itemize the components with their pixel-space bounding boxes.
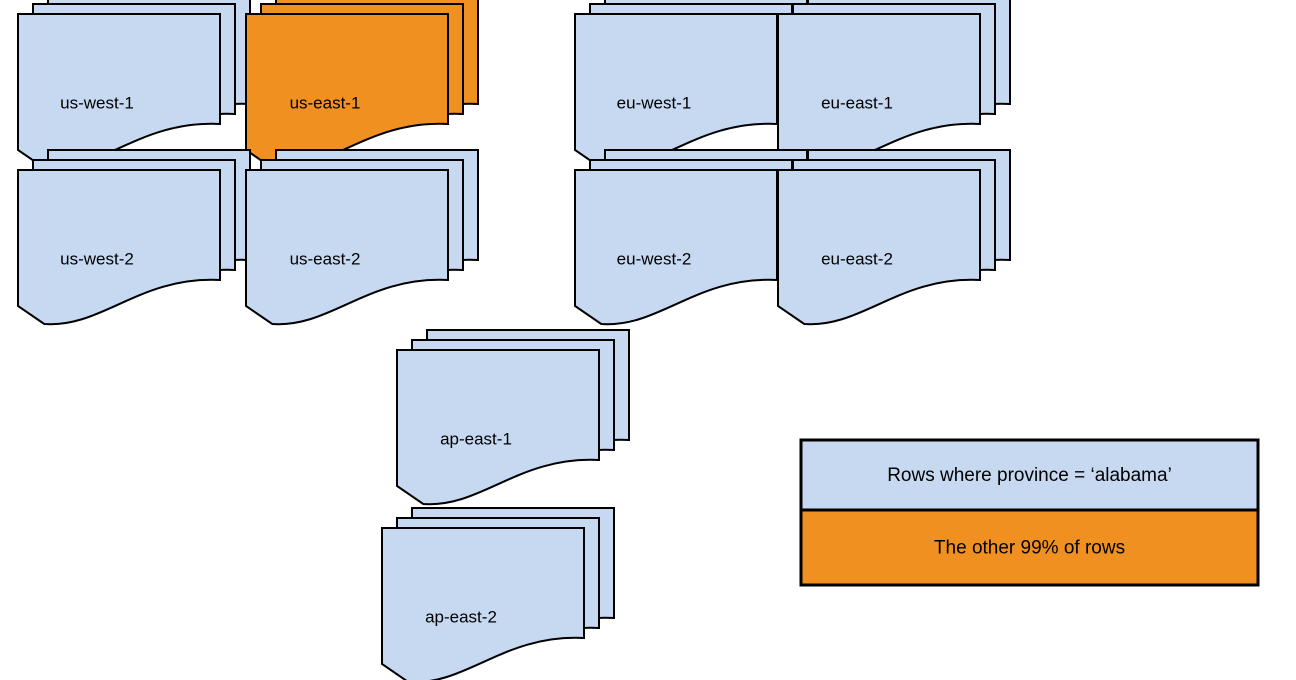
region-stack-eu-west-1[interactable]: eu-west-1 (574, 0, 808, 170)
region-stack-label: us-east-1 (290, 93, 361, 112)
region-stack-label: ap-east-1 (440, 429, 512, 448)
region-stack-card-front (245, 169, 449, 326)
region-stack-label: us-west-1 (60, 93, 134, 112)
region-stack-card-front (396, 349, 600, 506)
region-stack-label: us-west-2 (60, 249, 134, 268)
region-stack-eu-west-2[interactable]: eu-west-2 (574, 149, 808, 326)
legend-orange-label: The other 99% of rows (934, 538, 1125, 559)
legend-blue-label: Rows where province = ‘alabama’ (887, 465, 1172, 486)
region-stacks-group: us-west-1 us-east-1 eu-west-1 eu-east-1 us-w… (17, 0, 1011, 680)
region-stack-label: eu-east-1 (821, 93, 893, 112)
region-stack-us-east-2[interactable]: us-east-2 (245, 149, 479, 326)
region-stack-label: eu-east-2 (821, 249, 893, 268)
region-stack-card-front (381, 527, 585, 680)
region-stack-card-front (17, 13, 221, 170)
region-stack-card-front (777, 169, 981, 326)
region-stack-card-front (777, 13, 981, 170)
region-stack-ap-east-2[interactable]: ap-east-2 (381, 507, 615, 680)
region-stack-us-east-1[interactable]: us-east-1 (245, 0, 479, 170)
region-stack-card-front (17, 169, 221, 326)
region-stack-label: eu-west-1 (617, 93, 692, 112)
region-stack-ap-east-1[interactable]: ap-east-1 (396, 329, 630, 506)
region-stack-card-front (574, 13, 778, 170)
region-stack-us-west-1[interactable]: us-west-1 (17, 0, 251, 170)
legend-blue-swatch (799, 438, 1260, 512)
region-stack-label: us-east-2 (290, 249, 361, 268)
legend-group: Rows where province = ‘alabama’ The other… (799, 438, 1260, 587)
region-stack-us-west-2[interactable]: us-west-2 (17, 149, 251, 326)
region-stack-card-front (574, 169, 778, 326)
region-stack-label: eu-west-2 (617, 249, 692, 268)
region-stack-card-front (245, 13, 449, 170)
region-stack-eu-east-2[interactable]: eu-east-2 (777, 149, 1011, 326)
region-stack-label: ap-east-2 (425, 607, 497, 626)
region-stack-eu-east-1[interactable]: eu-east-1 (777, 0, 1011, 170)
legend-orange-swatch (799, 508, 1260, 587)
